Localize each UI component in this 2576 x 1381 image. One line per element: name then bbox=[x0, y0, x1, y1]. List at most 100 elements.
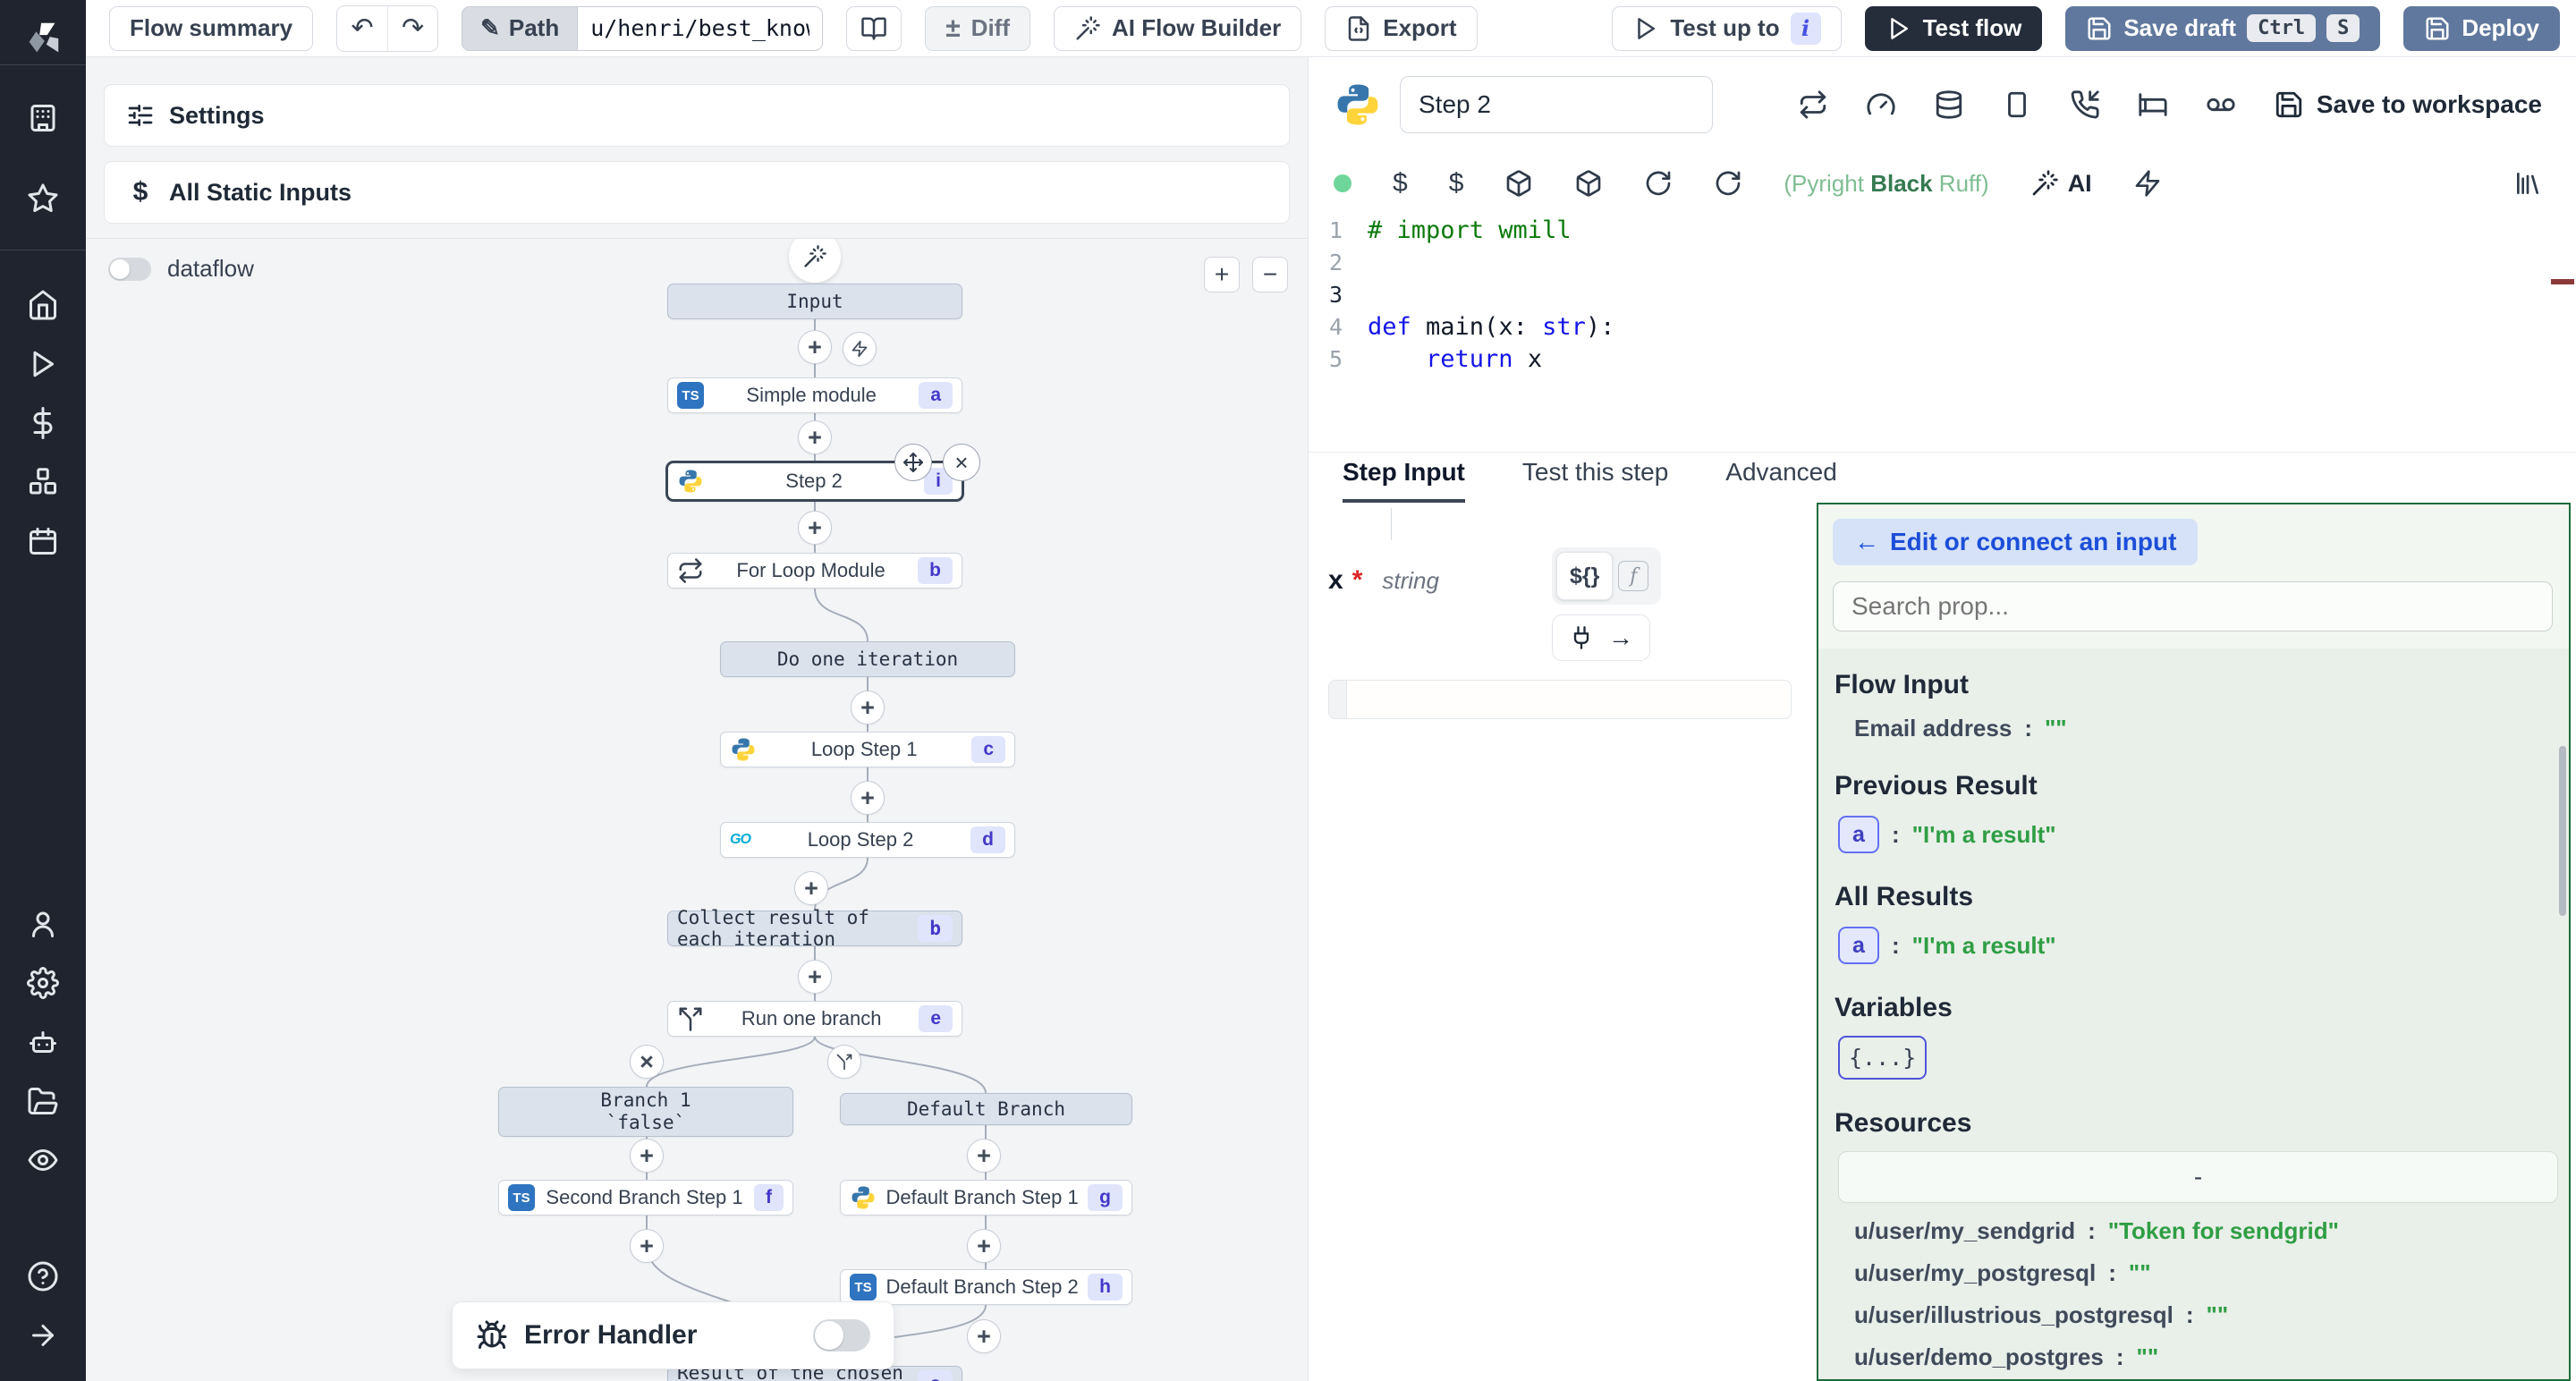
add-step-button[interactable]: + bbox=[798, 511, 832, 545]
add-step-button[interactable]: + bbox=[798, 420, 832, 454]
function-mode-button[interactable]: f bbox=[1618, 561, 1649, 591]
docs-book-button[interactable] bbox=[846, 5, 902, 51]
variables-dollar-icon[interactable] bbox=[0, 394, 86, 453]
ai-robot-icon[interactable] bbox=[0, 1012, 86, 1072]
refresh-icon[interactable] bbox=[1714, 169, 1742, 198]
add-step-button[interactable]: + bbox=[798, 960, 832, 994]
test-flow-button[interactable]: Test flow bbox=[1864, 5, 2043, 51]
add-step-button[interactable]: + bbox=[967, 1139, 1001, 1173]
panel-scrollbar[interactable] bbox=[2559, 746, 2566, 916]
repeat-icon[interactable] bbox=[1798, 89, 1828, 120]
node-loop-step1[interactable]: Loop Step 1 c bbox=[720, 732, 1015, 767]
zoom-out-button[interactable]: − bbox=[1252, 257, 1288, 292]
favorites-star-icon[interactable] bbox=[0, 169, 86, 228]
redo-button[interactable]: ↷ bbox=[387, 5, 438, 51]
resource-filter-box[interactable]: - bbox=[1838, 1151, 2558, 1203]
add-step-button[interactable]: + bbox=[851, 781, 885, 815]
collapse-arrow-right-icon[interactable] bbox=[0, 1306, 86, 1365]
remove-branch-button[interactable]: × bbox=[630, 1045, 664, 1079]
folders-icon[interactable] bbox=[0, 1072, 86, 1131]
resource-row[interactable]: u/user/illustrious_postgresql:"" bbox=[1854, 1301, 2229, 1328]
node-for-loop[interactable]: For Loop Module b bbox=[667, 553, 962, 589]
step-id-badge[interactable]: a bbox=[1838, 927, 1879, 964]
flow-graph[interactable]: dataflow + − Input + bbox=[86, 238, 1308, 1381]
add-step-button[interactable]: + bbox=[630, 1139, 664, 1173]
edit-or-connect-button[interactable]: ← Edit or connect an input bbox=[1833, 519, 2199, 565]
resource-row[interactable]: u/user/my_postgresql:"" bbox=[1854, 1259, 2151, 1286]
resource-row[interactable]: u/user/my_sendgrid:"Token for sendgrid" bbox=[1854, 1217, 2339, 1244]
delete-step-button[interactable]: × bbox=[943, 444, 980, 481]
node-collect-result[interactable]: Collect result of each iteration b bbox=[667, 907, 962, 950]
search-prop-input[interactable] bbox=[1833, 581, 2553, 631]
add-step-button[interactable]: + bbox=[794, 871, 828, 905]
tab-step-input[interactable]: Step Input bbox=[1343, 458, 1465, 503]
deploy-button[interactable]: Deploy bbox=[2403, 5, 2560, 51]
node-simple-module[interactable]: TS Simple module a bbox=[667, 377, 962, 413]
step-id-badge[interactable]: a bbox=[1838, 816, 1879, 853]
trigger-bolt-button[interactable] bbox=[843, 332, 877, 366]
path-input[interactable] bbox=[577, 5, 824, 51]
connect-input-group[interactable]: → bbox=[1552, 614, 1650, 661]
all-static-inputs-card[interactable]: $ All Static Inputs bbox=[104, 161, 1290, 224]
node-branch1[interactable]: Branch 1 `false` bbox=[498, 1087, 793, 1137]
package-icon[interactable] bbox=[1504, 169, 1533, 198]
tab-advanced[interactable]: Advanced bbox=[1725, 458, 1837, 486]
add-step-button[interactable]: + bbox=[630, 1229, 664, 1263]
arg-value-input[interactable] bbox=[1328, 680, 1792, 719]
undo-button[interactable]: ↶ bbox=[337, 5, 388, 51]
flow-summary-button[interactable]: Flow summary bbox=[109, 5, 314, 51]
add-step-button[interactable]: + bbox=[967, 1319, 1001, 1353]
bolt-icon[interactable] bbox=[2133, 169, 2162, 198]
dollar-icon[interactable]: $ bbox=[1448, 168, 1464, 198]
package-icon[interactable] bbox=[1574, 169, 1603, 198]
user-icon[interactable] bbox=[0, 894, 86, 953]
diff-button[interactable]: ±Diff bbox=[925, 5, 1030, 51]
prop-row-email[interactable]: Email address : "" bbox=[1854, 715, 2067, 741]
schedules-calendar-icon[interactable] bbox=[0, 512, 86, 571]
refresh-icon[interactable] bbox=[1644, 169, 1673, 198]
node-do-one-iteration[interactable]: Do one iteration bbox=[720, 641, 1015, 677]
template-mode-button[interactable]: ${} bbox=[1556, 552, 1614, 600]
save-draft-button[interactable]: Save draft Ctrl S bbox=[2065, 5, 2381, 51]
add-step-button[interactable]: + bbox=[798, 330, 832, 364]
add-step-button[interactable]: + bbox=[967, 1229, 1001, 1263]
step-name-input[interactable] bbox=[1400, 76, 1713, 133]
move-step-handle[interactable] bbox=[894, 444, 932, 481]
node-default-branch[interactable]: Default Branch bbox=[840, 1093, 1132, 1125]
voicemail-icon[interactable] bbox=[2206, 89, 2236, 120]
add-branch-button[interactable] bbox=[827, 1045, 861, 1079]
windmill-logo-icon[interactable] bbox=[22, 13, 64, 64]
node-default-branch-step2[interactable]: TS Default Branch Step 2 h bbox=[840, 1269, 1132, 1305]
node-input[interactable]: Input bbox=[667, 284, 962, 319]
settings-card[interactable]: Settings bbox=[104, 84, 1290, 147]
test-up-to-button[interactable]: Test up to i bbox=[1612, 5, 1842, 51]
node-run-one-branch[interactable]: Run one branch e bbox=[667, 1001, 962, 1037]
export-button[interactable]: Export bbox=[1325, 5, 1478, 51]
ai-wand-button[interactable] bbox=[789, 239, 841, 283]
dataflow-toggle[interactable] bbox=[108, 257, 151, 281]
help-icon[interactable] bbox=[0, 1247, 86, 1306]
prop-row-all-results[interactable]: a : "I'm a result" bbox=[1838, 927, 2553, 964]
zoom-in-button[interactable]: + bbox=[1204, 257, 1240, 292]
settings-gear-icon[interactable] bbox=[0, 953, 86, 1012]
workspace-building-icon[interactable] bbox=[0, 89, 86, 148]
ai-flow-builder-button[interactable]: AI Flow Builder bbox=[1054, 5, 1302, 51]
node-loop-step2[interactable]: GO Loop Step 2 d bbox=[720, 822, 1015, 858]
bed-icon[interactable] bbox=[2138, 89, 2168, 120]
node-second-branch-step1[interactable]: TS Second Branch Step 1 f bbox=[498, 1180, 793, 1216]
library-icon[interactable] bbox=[2513, 169, 2542, 198]
runs-play-icon[interactable] bbox=[0, 335, 86, 394]
resources-boxes-icon[interactable] bbox=[0, 453, 86, 512]
error-handler-toggle[interactable] bbox=[813, 1319, 870, 1351]
add-step-button[interactable]: + bbox=[851, 690, 885, 724]
phone-incoming-icon[interactable] bbox=[2070, 89, 2100, 120]
gauge-icon[interactable] bbox=[1866, 89, 1896, 120]
dollar-icon[interactable]: $ bbox=[1393, 168, 1408, 198]
audit-eye-icon[interactable] bbox=[0, 1131, 86, 1190]
node-default-branch-step1[interactable]: Default Branch Step 1 g bbox=[840, 1180, 1132, 1216]
ai-assistant-button[interactable]: AI bbox=[2030, 169, 2092, 198]
mobile-icon[interactable] bbox=[2002, 89, 2032, 120]
tab-test-this-step[interactable]: Test this step bbox=[1521, 458, 1669, 486]
path-badge[interactable]: ✎Path bbox=[462, 5, 578, 51]
